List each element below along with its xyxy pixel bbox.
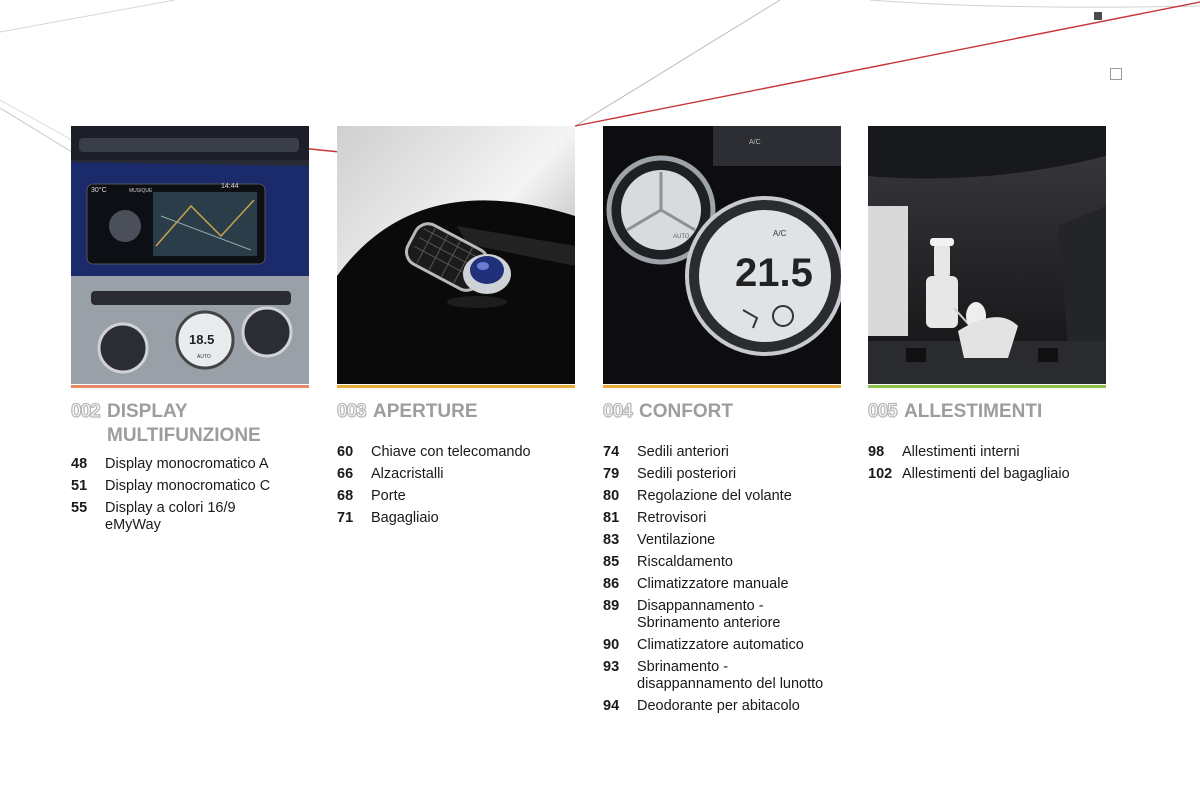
item-label: Sedili anteriori bbox=[637, 444, 729, 460]
section-number: 004 bbox=[602, 400, 633, 422]
list-item[interactable]: 93 Sbrinamento - disappannamento del luno… bbox=[603, 659, 841, 693]
section-accent-bar bbox=[868, 385, 1106, 388]
list-item[interactable]: 102 Allestimenti del bagagliaio bbox=[868, 466, 1106, 483]
dashboard-display-photo: 30°C MUSIQUE 14:44 18.5 AUTO bbox=[71, 126, 309, 384]
svg-text:18.5: 18.5 bbox=[189, 332, 214, 347]
boot-fittings-photo bbox=[868, 126, 1106, 384]
item-label: Climatizzatore automatico bbox=[637, 637, 804, 653]
item-label: Sbrinamento - disappannamento del lunott… bbox=[637, 659, 824, 692]
section-confort: A/C AUTO A/C 21.5 004 CONFORT 74 Sedili a… bbox=[602, 126, 841, 720]
section-accent-bar bbox=[337, 385, 575, 388]
corner-square-icon bbox=[1094, 12, 1102, 20]
page-number: 48 bbox=[71, 456, 88, 472]
list-item[interactable]: 94 Deodorante per abitacolo bbox=[603, 698, 841, 715]
item-label: Climatizzatore manuale bbox=[637, 576, 789, 592]
item-label: Allestimenti del bagagliaio bbox=[902, 466, 1070, 482]
page-number: 94 bbox=[603, 698, 620, 714]
page-number: 83 bbox=[603, 532, 620, 548]
section-accent-bar bbox=[71, 385, 309, 388]
section-number: 002 bbox=[70, 400, 101, 422]
list-item[interactable]: 80 Regolazione del volante bbox=[603, 488, 841, 505]
item-label: Bagagliaio bbox=[371, 510, 439, 526]
item-label: Deodorante per abitacolo bbox=[637, 698, 800, 714]
section-accent-bar bbox=[603, 385, 841, 388]
section-heading: 004 CONFORT bbox=[602, 400, 841, 424]
page-number: 80 bbox=[603, 488, 620, 504]
climate-control-photo: A/C AUTO A/C 21.5 bbox=[603, 126, 841, 384]
svg-text:14:44: 14:44 bbox=[221, 183, 239, 190]
list-item[interactable]: 90 Climatizzatore automatico bbox=[603, 637, 841, 654]
item-label: Sedili posteriori bbox=[637, 466, 737, 482]
list-item[interactable]: 68 Porte bbox=[337, 488, 575, 505]
corner-box-icon bbox=[1110, 68, 1122, 80]
item-label: Display monocromatico A bbox=[105, 456, 269, 472]
page-number: 93 bbox=[603, 659, 620, 675]
svg-text:21.5: 21.5 bbox=[735, 251, 813, 295]
svg-text:A/C: A/C bbox=[749, 139, 761, 146]
section-number: 003 bbox=[336, 400, 367, 422]
section-aperture: 003 APERTURE 60 Chiave con telecomando 66… bbox=[336, 126, 575, 532]
section-title: ALLESTIMENTI bbox=[904, 401, 1043, 422]
svg-text:AUTO: AUTO bbox=[673, 234, 690, 240]
list-item[interactable]: 83 Ventilazione bbox=[603, 532, 841, 549]
item-label: Allestimenti interni bbox=[902, 444, 1020, 460]
list-item[interactable]: 55 Display a colori 16/9 eMyWay bbox=[71, 500, 309, 534]
page-number: 85 bbox=[603, 554, 620, 570]
svg-text:A/C: A/C bbox=[773, 229, 787, 238]
section-number: 005 bbox=[867, 400, 898, 422]
item-label: Regolazione del volante bbox=[637, 488, 792, 504]
section-heading: 002 DISPLAY MULTIFUNZIONE bbox=[70, 400, 309, 448]
list-item[interactable]: 60 Chiave con telecomando bbox=[337, 444, 575, 461]
page-number: 60 bbox=[337, 444, 354, 460]
list-item[interactable]: 79 Sedili posteriori bbox=[603, 466, 841, 483]
page-number: 51 bbox=[71, 478, 88, 494]
page-list: 48 Display monocromatico A 51 Display mono… bbox=[71, 456, 309, 534]
page-number: 86 bbox=[603, 576, 620, 592]
page-number: 66 bbox=[337, 466, 354, 482]
list-item[interactable]: 86 Climatizzatore manuale bbox=[603, 576, 841, 593]
section-heading: 005 ALLESTIMENTI bbox=[867, 400, 1106, 424]
section-title: DISPLAY MULTIFUNZIONE bbox=[107, 401, 261, 446]
page-list: 98 Allestimenti interni 102 Allestimenti d… bbox=[868, 444, 1106, 483]
page-number: 68 bbox=[337, 488, 354, 504]
remote-key-photo bbox=[337, 126, 575, 384]
page-list: 60 Chiave con telecomando 66 Alzacristalli… bbox=[337, 444, 575, 527]
page-number: 55 bbox=[71, 500, 88, 516]
list-item[interactable]: 81 Retrovisori bbox=[603, 510, 841, 527]
list-item[interactable]: 74 Sedili anteriori bbox=[603, 444, 841, 461]
section-title: CONFORT bbox=[639, 401, 733, 422]
list-item[interactable]: 48 Display monocromatico A bbox=[71, 456, 309, 473]
svg-text:30°C: 30°C bbox=[91, 186, 107, 194]
item-label: Disappannamento - Sbrinamento anteriore bbox=[637, 598, 781, 631]
list-item[interactable]: 89 Disappannamento - Sbrinamento anterior… bbox=[603, 598, 841, 632]
svg-text:AUTO: AUTO bbox=[197, 354, 211, 360]
item-label: Ventilazione bbox=[637, 532, 716, 548]
list-item[interactable]: 71 Bagagliaio bbox=[337, 510, 575, 527]
page-number: 74 bbox=[603, 444, 620, 460]
item-label: Display a colori 16/9 eMyWay bbox=[105, 500, 236, 533]
page-number: 98 bbox=[868, 444, 885, 460]
page-list: 74 Sedili anteriori 79 Sedili posteriori 8… bbox=[603, 444, 841, 715]
item-label: Porte bbox=[371, 488, 406, 504]
page-number: 71 bbox=[337, 510, 354, 526]
section-allestimenti: 005 ALLESTIMENTI 98 Allestimenti interni … bbox=[867, 126, 1106, 488]
item-label: Alzacristalli bbox=[371, 466, 444, 482]
section-title: APERTURE bbox=[373, 401, 478, 422]
item-label: Display monocromatico C bbox=[105, 478, 271, 494]
section-display-multifunzione: 30°C MUSIQUE 14:44 18.5 AUTO 002 DISPLAY… bbox=[70, 126, 309, 539]
svg-text:MUSIQUE: MUSIQUE bbox=[129, 188, 153, 194]
page-number: 102 bbox=[868, 466, 893, 482]
item-label: Retrovisori bbox=[637, 510, 707, 526]
page-number: 79 bbox=[603, 466, 620, 482]
item-label: Riscaldamento bbox=[637, 554, 733, 570]
list-item[interactable]: 98 Allestimenti interni bbox=[868, 444, 1106, 461]
list-item[interactable]: 85 Riscaldamento bbox=[603, 554, 841, 571]
section-heading: 003 APERTURE bbox=[336, 400, 575, 424]
page-number: 90 bbox=[603, 637, 620, 653]
list-item[interactable]: 66 Alzacristalli bbox=[337, 466, 575, 483]
item-label: Chiave con telecomando bbox=[371, 444, 531, 460]
page-number: 81 bbox=[603, 510, 620, 526]
page-number: 89 bbox=[603, 598, 620, 614]
list-item[interactable]: 51 Display monocromatico C bbox=[71, 478, 309, 495]
